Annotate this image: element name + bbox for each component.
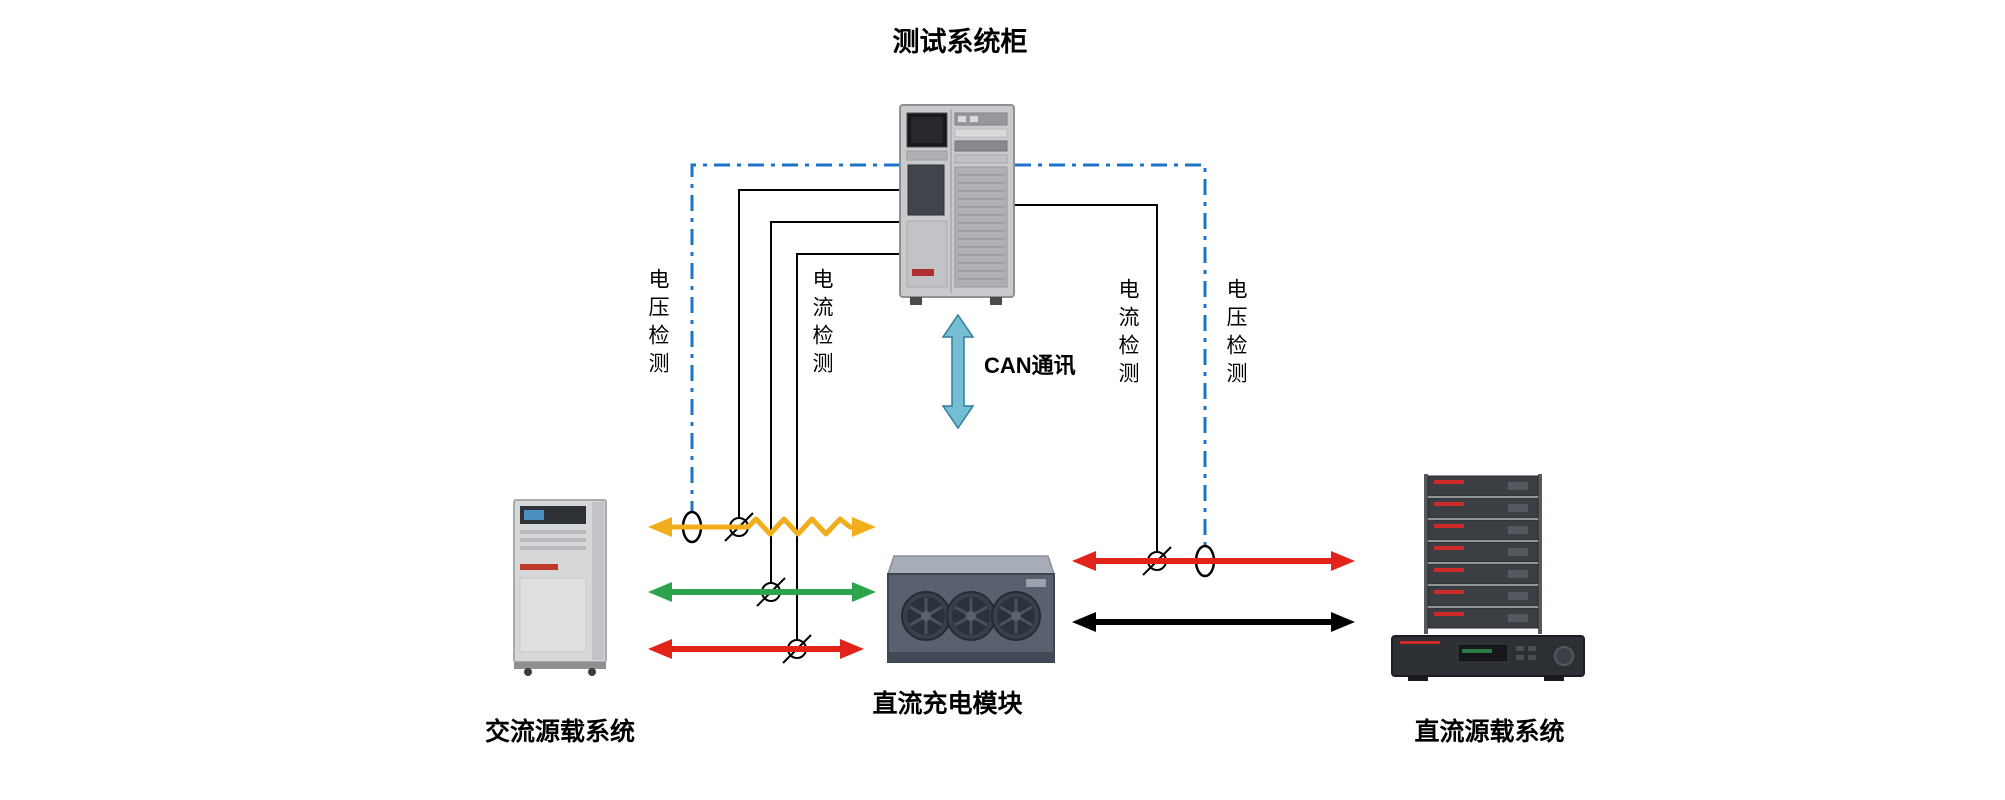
ac-phase-line-yellow xyxy=(663,516,861,537)
voltage-sense-label-left: 电压检测 xyxy=(646,268,669,380)
dc-module-graphic xyxy=(886,555,1056,663)
dc-source-image xyxy=(1388,470,1588,682)
arrowhead-left xyxy=(648,639,672,659)
arrowhead-left xyxy=(648,582,672,602)
arrowhead-left xyxy=(648,517,672,537)
arrowhead-right xyxy=(1331,551,1355,571)
dc-source-label: 直流源载系统 xyxy=(1414,718,1565,746)
arrowhead-right xyxy=(852,582,876,602)
dc-module-label: 直流充电模块 xyxy=(872,690,1023,718)
current-sense-label-right: 电流检测 xyxy=(1116,278,1139,390)
dc-source-graphic xyxy=(1391,474,1585,681)
ac-phase-arrow-green xyxy=(648,582,876,602)
arrowhead-left xyxy=(1072,551,1096,571)
current-sense-path-right xyxy=(1015,204,1158,552)
fan xyxy=(991,591,1041,641)
fan xyxy=(901,591,951,641)
current-sense-path-left-2 xyxy=(770,221,900,583)
dc-power-arrow-red xyxy=(1072,551,1355,571)
dc-module-image xyxy=(878,548,1056,670)
ac-source-label: 交流源载系统 xyxy=(484,718,635,746)
voltage-sense-path-left xyxy=(690,163,900,512)
ac-phase-arrow-yellow xyxy=(648,516,876,537)
test-cabinet-graphic xyxy=(899,104,1015,305)
can-arrow-icon xyxy=(941,313,975,430)
ac-source-image xyxy=(512,498,608,676)
current-sense-label-left: 电流检测 xyxy=(810,268,833,380)
can-communication-label: CAN通讯 xyxy=(984,353,1076,378)
arrowhead-right xyxy=(1331,612,1355,632)
arrowhead-right xyxy=(840,639,864,659)
module-stack xyxy=(1427,475,1539,629)
current-sense-path-left-3 xyxy=(796,253,900,640)
ac-source-graphic xyxy=(513,499,607,676)
voltage-sense-label-right: 电压检测 xyxy=(1224,278,1247,390)
dc-power-arrow-black xyxy=(1072,612,1355,632)
arrowhead-right xyxy=(852,517,876,537)
base-instrument xyxy=(1391,635,1585,681)
fan xyxy=(946,591,996,641)
current-sense-wire-right xyxy=(1015,204,1172,576)
current-sense-path-left-1 xyxy=(738,189,900,518)
page-title: 测试系统柜 xyxy=(892,27,1028,57)
test-cabinet-image xyxy=(898,103,1016,305)
arrowhead-left xyxy=(1072,612,1096,632)
voltage-sense-path-right xyxy=(1015,163,1207,546)
ac-phase-arrow-red xyxy=(648,639,864,659)
